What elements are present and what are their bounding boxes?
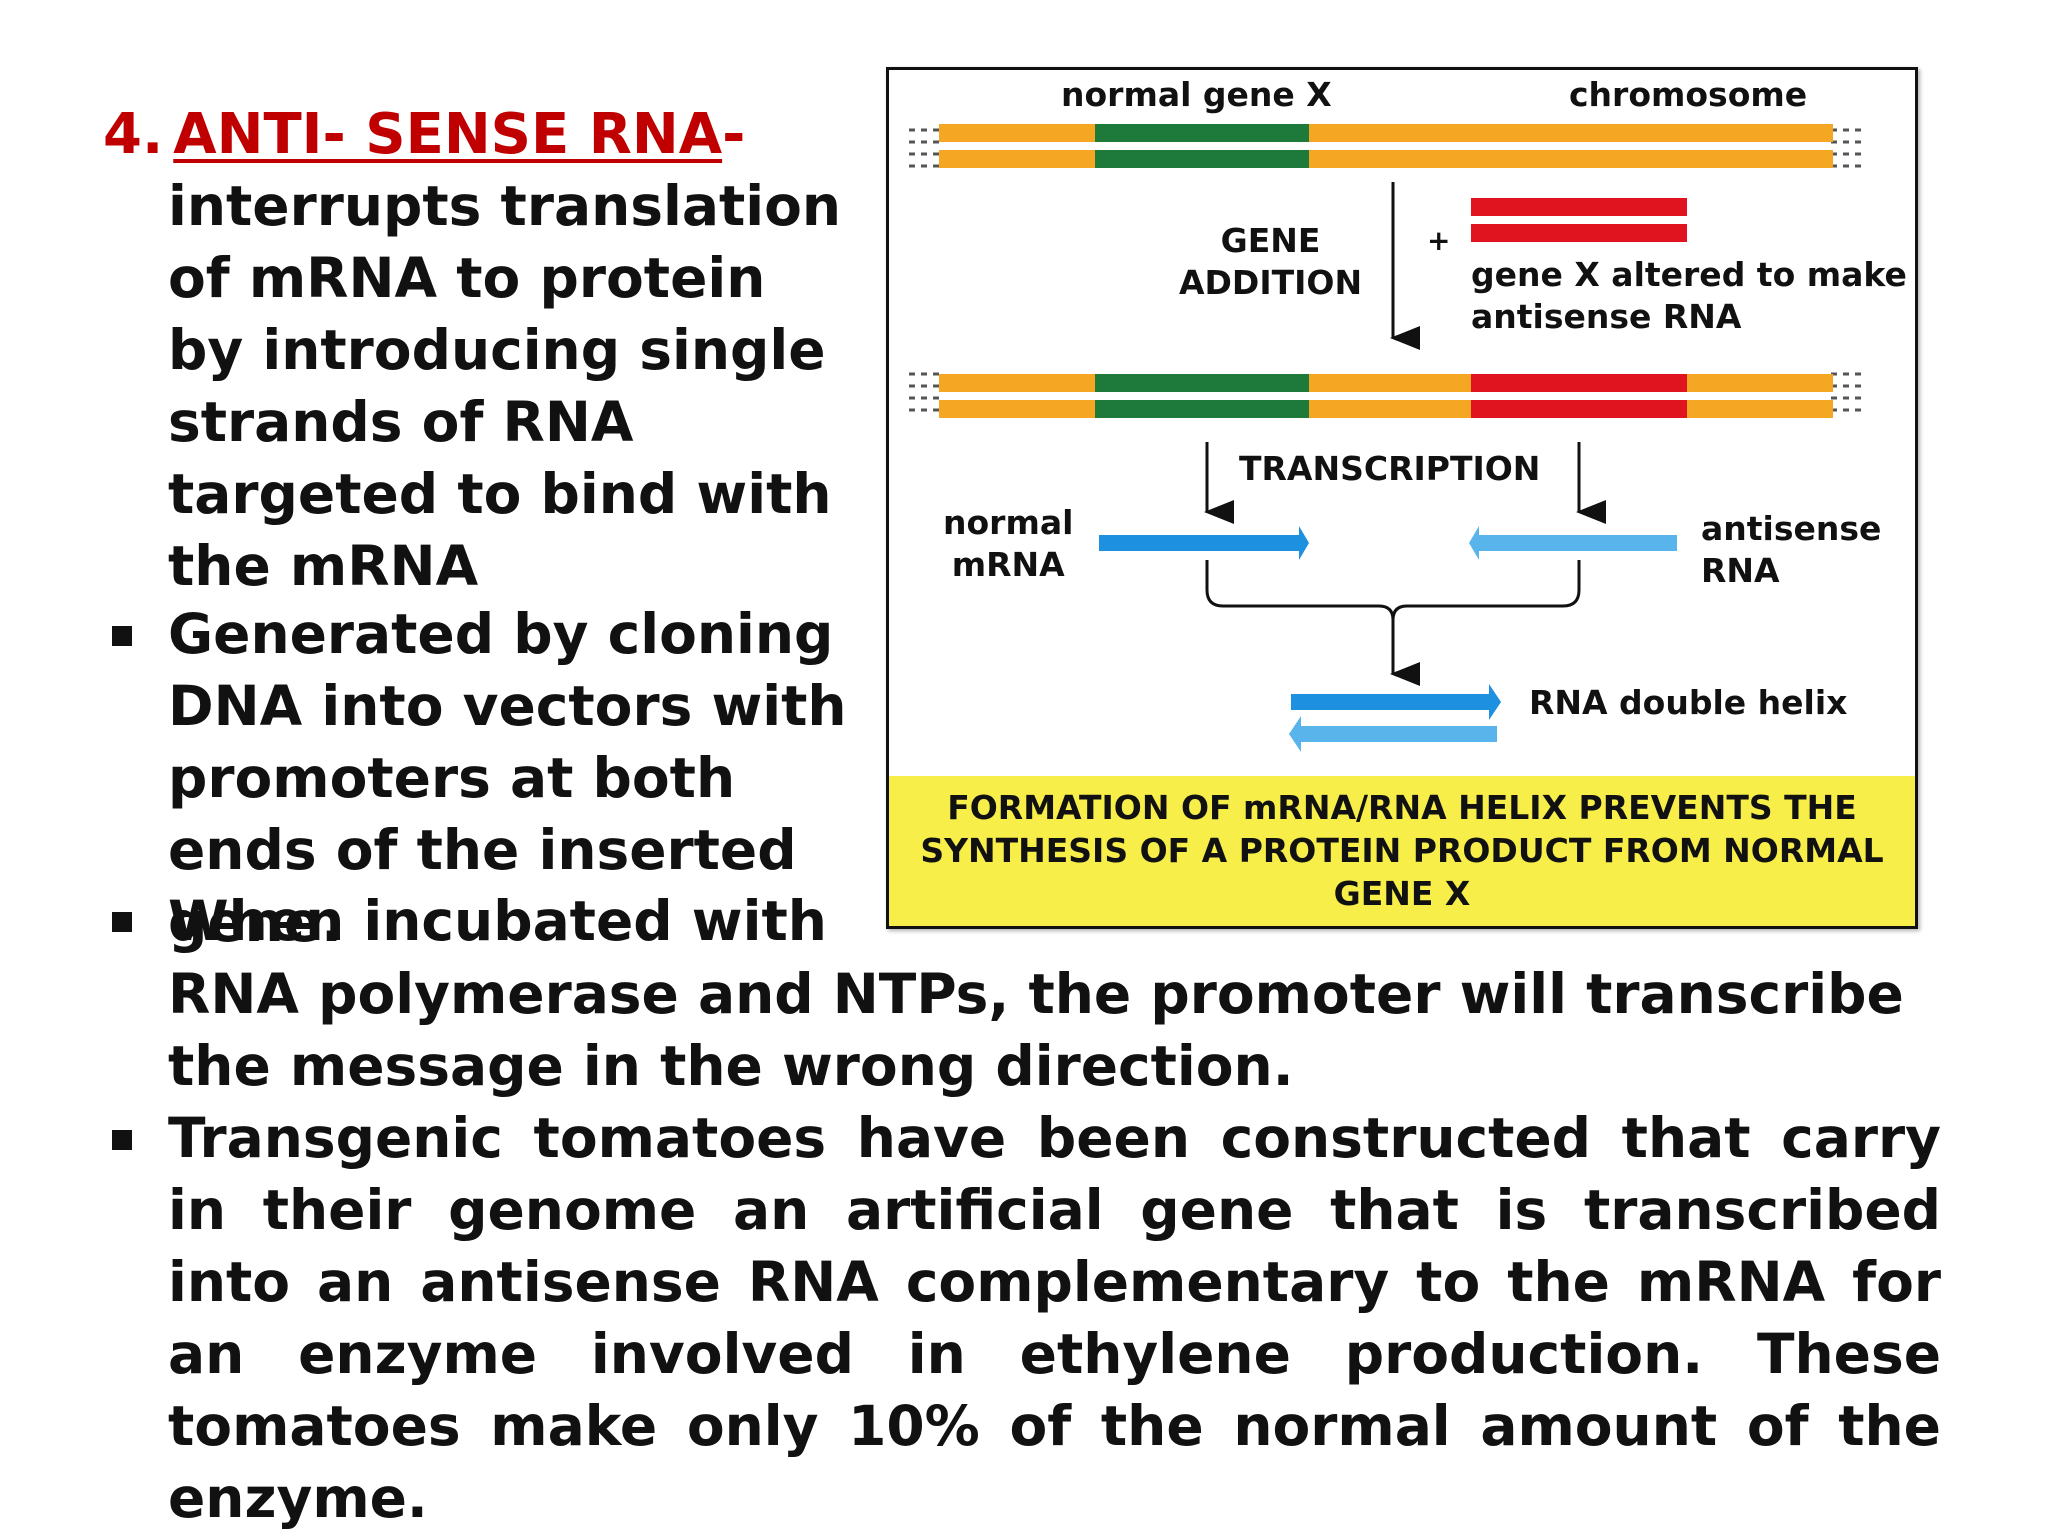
label-gene-altered: gene X altered to make antisense RNA — [1471, 255, 1907, 336]
bullet-marker — [112, 912, 132, 932]
normal-mrna-arrow — [1099, 526, 1309, 560]
intro-text: interrupts translation of mRNA to protei… — [168, 174, 842, 598]
chromosome-dashes-mid-right — [1831, 372, 1861, 412]
chromosome-dashes-top-right — [1831, 128, 1861, 168]
caption-box — [889, 776, 1915, 926]
heading-number: 4. — [103, 102, 164, 167]
antisense-rna-arrow — [1469, 526, 1677, 560]
chromosome-dashes-mid-left — [909, 372, 939, 412]
chromosome-dashes-top-left — [909, 128, 939, 168]
heading-title: ANTI- SENSE RNA — [173, 102, 723, 167]
chromosome-modified — [939, 374, 1833, 418]
heading-dash: - — [722, 102, 746, 167]
diagram-caption: FORMATION OF mRNA/RNA HELIX PREVENTS THE… — [920, 788, 1884, 913]
bullet-1-text: Generated by cloning DNA into vectors wi… — [168, 602, 847, 954]
merge-bracket — [1205, 560, 1581, 621]
antisense-diagram: normal gene X chromosome GENE ADDITION +… — [886, 67, 1918, 929]
bullet-2-first-line: When incubated with — [168, 889, 827, 953]
bullet-marker — [112, 1130, 132, 1150]
label-plus: + — [1427, 224, 1451, 257]
helix-strand-antisense — [1289, 716, 1497, 752]
label-antisense-rna: antisense RNA — [1701, 509, 1882, 590]
label-double-helix: RNA double helix — [1529, 683, 1848, 722]
label-normal-mrna: normal mRNA — [943, 503, 1074, 584]
normal-gene-segment — [1095, 124, 1309, 142]
altered-gene-segment — [1471, 198, 1687, 216]
bullet-2-rest: RNA polymerase and NTPs, the promoter wi… — [168, 962, 1904, 1098]
label-gene-addition: GENE ADDITION — [1179, 221, 1363, 302]
chromosome-top — [939, 124, 1833, 168]
label-chromosome: chromosome — [1569, 75, 1808, 114]
label-transcription: TRANSCRIPTION — [1239, 449, 1541, 488]
label-normal-gene: normal gene X — [1061, 75, 1332, 114]
bullet-3-text: Transgenic tomatoes have been constructe… — [168, 1106, 1941, 1530]
helix-strand-mrna — [1291, 684, 1501, 720]
heading: 4.ANTI- SENSE RNA- — [103, 100, 745, 170]
bullet-marker — [112, 626, 132, 646]
diagram-graphic — [909, 124, 1861, 752]
